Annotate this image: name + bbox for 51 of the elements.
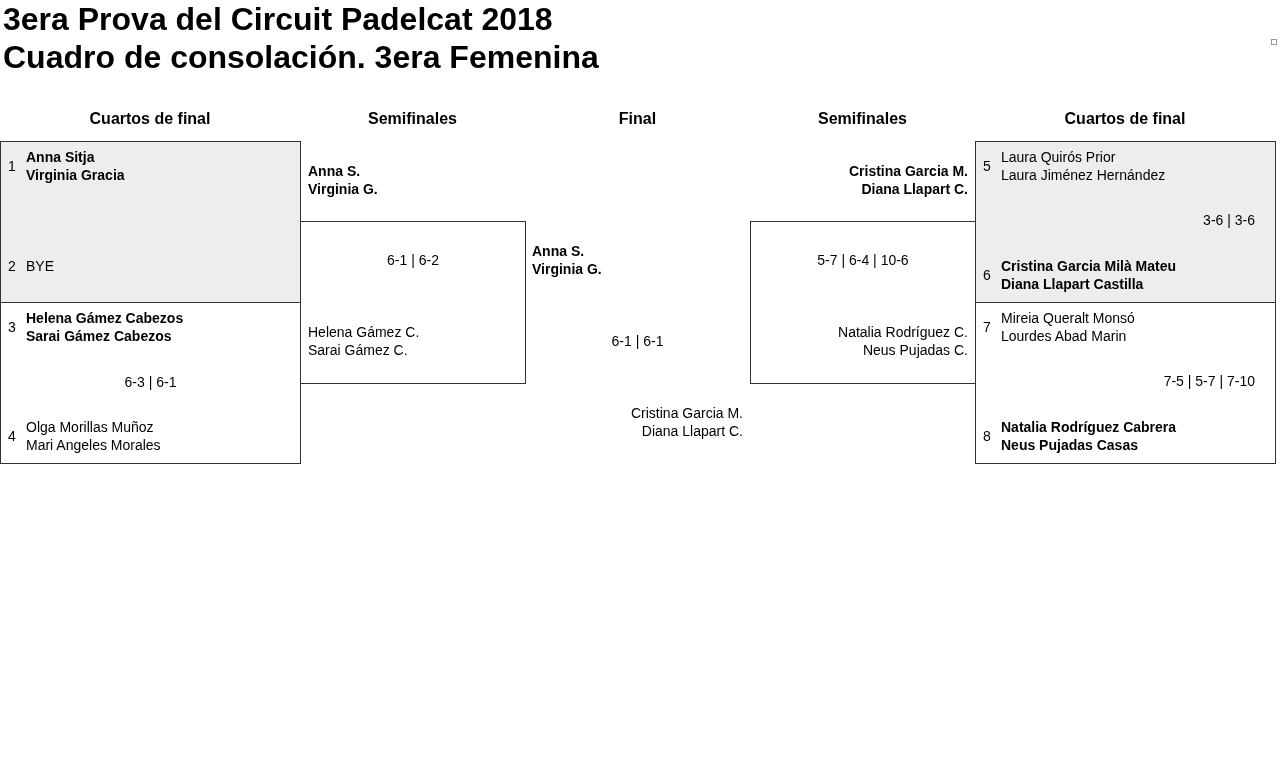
match-score: 3-6 | 3-6 [1203,211,1255,229]
player-name: Sarai Gámez C. [308,341,408,359]
player-name: Sarai Gámez Cabezos [26,327,172,345]
player-name: Anna Sitja [26,148,95,166]
player-name: Neus Pujadas Casas [1001,436,1138,454]
player-name: BYE [26,257,54,275]
player-name: Neus Pujadas C. [862,341,968,359]
round-heading: Final [617,109,658,129]
player-name: Lourdes Abad Marin [1001,327,1127,345]
player-name: Virginia Gracia [26,166,125,184]
round-heading: Semifinales [817,109,908,129]
player-name: Natalia Rodríguez C. [838,323,968,341]
round-heading: Cuartos de final [1063,109,1187,129]
seed-number: 6 [983,266,991,284]
match-score: 7-5 | 5-7 | 7-10 [1163,372,1255,390]
round-heading: Cuartos de final [88,109,212,129]
player-name: Virginia G. [308,180,378,198]
player-name: Laura Jiménez Hernández [1001,166,1166,184]
player-name: Diana Llapart C. [861,180,968,198]
player-name: Helena Gámez Cabezos [26,309,184,327]
page-title: 3era Prova del Circuit Padelcat 2018 Cuadro de consolación. 3era Femenina [3,0,600,76]
match-box [0,141,301,303]
seed-number: 7 [983,318,991,336]
round-heading: Semifinales [367,109,458,129]
match-box [975,302,1276,464]
seed-number: 3 [8,318,16,336]
match-box [0,302,301,464]
match-score: 6-1 | 6-1 [610,332,665,350]
player-name: Olga Morillas Muñoz [26,418,154,436]
match-score: 5-7 | 6-4 | 10-6 [816,251,910,269]
player-name: Diana Llapart C. [641,422,743,440]
seed-number: 2 [8,257,16,275]
player-name: Anna S. [532,242,585,260]
match-score: 6-3 | 6-1 [123,373,178,391]
player-name: Mireia Queralt Monsó [1001,309,1135,327]
player-name: Cristina Garcia M. [630,404,743,422]
player-name: Virginia G. [532,260,602,278]
seed-number: 5 [983,157,991,175]
seed-number: 8 [983,427,991,445]
player-name: Laura Quirós Prior [1001,148,1116,166]
player-name: Cristina Garcia M. [848,162,968,180]
player-name: Helena Gámez C. [308,323,420,341]
player-name: Natalia Rodríguez Cabrera [1001,418,1177,436]
player-name: Cristina Garcia Milà Mateu [1001,257,1177,275]
match-score: 6-1 | 6-2 [386,251,440,269]
seed-number: 4 [8,427,16,445]
player-name: Diana Llapart Castilla [1001,275,1144,293]
seed-number: 1 [8,157,16,175]
match-box [975,141,1276,303]
player-name: Anna S. [308,162,361,180]
player-name: Mari Angeles Morales [26,436,161,454]
